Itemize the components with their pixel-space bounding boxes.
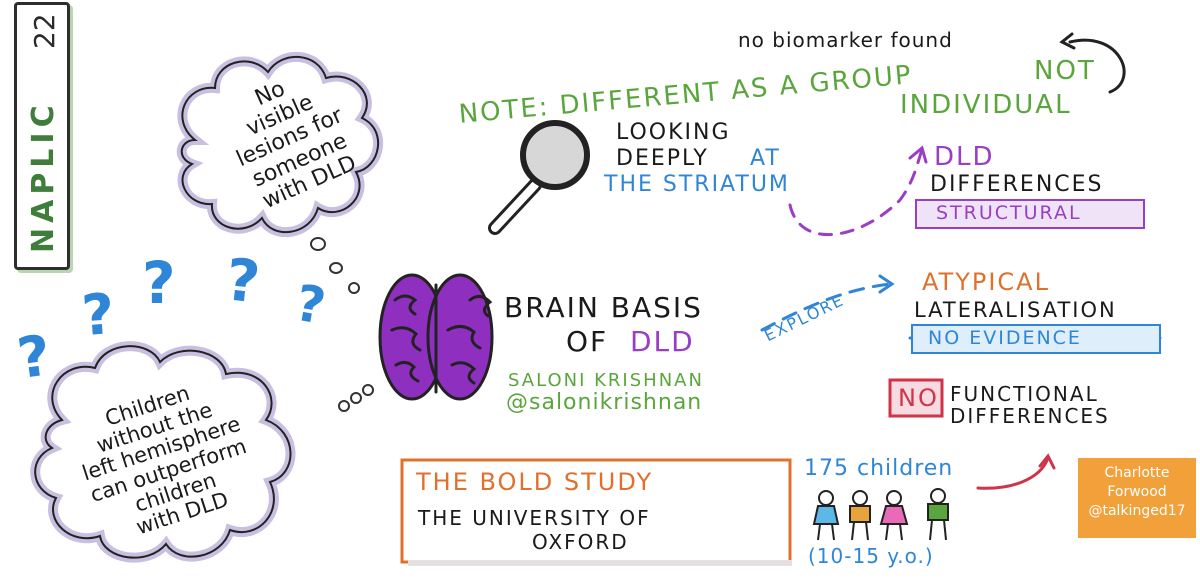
title-dld: DLD <box>630 325 695 358</box>
loop-arrow <box>1068 38 1126 94</box>
thought-cloud-top <box>176 52 384 238</box>
children-arrowhead <box>1038 453 1056 470</box>
title-line1: BRAIN BASIS <box>504 291 703 324</box>
question-mark: ? <box>222 245 266 317</box>
badge-year: 22 <box>28 13 61 49</box>
brain-icon <box>378 273 494 401</box>
badge-name: NAPLIC <box>26 100 61 253</box>
credit-badge: Charlotte Forwood @talkinged17 <box>1078 458 1196 538</box>
dld-label: DLD <box>934 142 995 172</box>
children-arrow <box>976 456 1050 490</box>
question-mark: ? <box>142 249 178 317</box>
group-note-not: NOT <box>1034 56 1096 86</box>
explore-arrow <box>760 282 892 332</box>
no-evidence-tag-bg <box>911 324 1161 354</box>
thought-dots <box>310 237 374 412</box>
question-mark: ? <box>79 281 119 350</box>
no-evidence-tag: NO EVIDENCE <box>928 327 1082 349</box>
loop-arrowhead <box>1059 32 1076 50</box>
striatum-arrowhead <box>908 145 928 164</box>
study-line2: OXFORD <box>532 530 629 554</box>
children-count: 175 children <box>804 456 954 481</box>
no-tag-bg <box>888 378 944 418</box>
children-figures <box>812 488 949 541</box>
credit-line: Forwood <box>1107 483 1167 500</box>
children-age: (10-15 y.o.) <box>808 544 934 568</box>
lateralisation-label: LATERALISATION <box>914 298 1117 322</box>
magnifying-glass-icon <box>488 120 590 235</box>
study-line1: THE UNIVERSITY OF <box>418 506 651 530</box>
functional-label: FUNCTIONAL <box>950 382 1099 406</box>
no-biomarker-note: no biomarker found <box>738 28 953 52</box>
title-of: OF <box>566 325 609 358</box>
thought-cloud-bottom <box>30 341 296 563</box>
credit-line: Charlotte <box>1104 465 1170 481</box>
credit-line: @talkinged17 <box>1088 502 1186 519</box>
study-title: THE BOLD STUDY <box>416 468 654 496</box>
functional-differences-label: DIFFERENCES <box>950 404 1110 428</box>
author-handle: @salonikrishnan <box>506 390 703 415</box>
differences-label: DIFFERENCES <box>930 172 1104 197</box>
author-name: SALONI KRISHNAN <box>508 370 704 391</box>
naplic-badge: NAPLIC 22 <box>14 2 70 270</box>
striatum-line2a: DEEPLY <box>616 146 709 171</box>
atypical-label: ATYPICAL <box>922 268 1050 296</box>
explore-arrowhead <box>878 274 895 294</box>
striatum-line2b: AT <box>750 146 781 171</box>
structural-tag-bg <box>915 199 1145 229</box>
structural-tag: STRUCTURAL <box>936 202 1082 224</box>
group-note-individual: INDIVIDUAL <box>900 90 1072 120</box>
striatum-line1: LOOKING <box>616 120 731 145</box>
striatum-line3: THE STRIATUM <box>604 172 790 197</box>
striatum-arrow <box>788 148 924 237</box>
study-box-shadow <box>408 560 792 566</box>
no-tag: NO <box>898 384 939 412</box>
